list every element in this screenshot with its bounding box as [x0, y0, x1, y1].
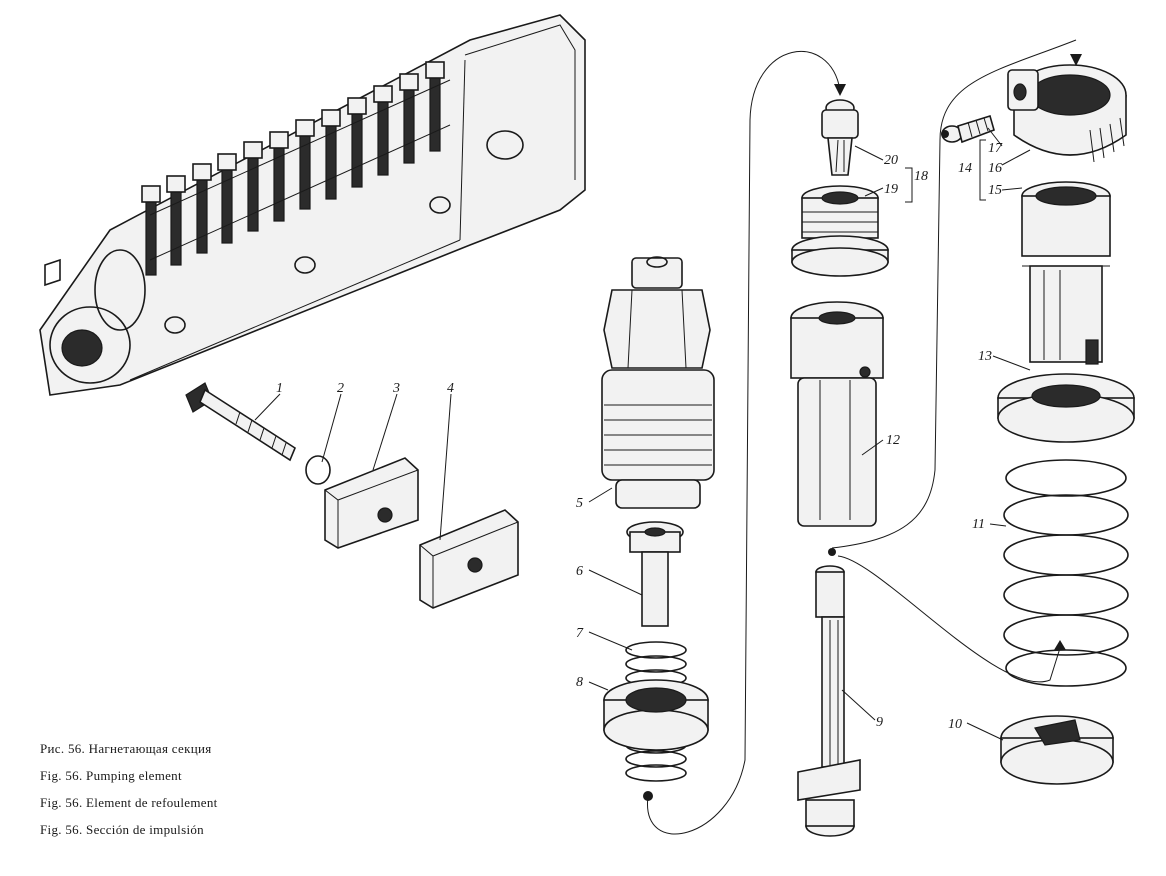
part-12-plunger-barrel: [790, 301, 884, 527]
part-15-control-sleeve: [1021, 181, 1111, 365]
part-label-11: 11: [972, 517, 985, 532]
part-label-15: 15: [988, 183, 1002, 198]
part-6-delivery-valve: [626, 521, 684, 627]
caption-russian: Рис. 56. Нагнетающая секция: [40, 741, 212, 756]
part-label-6: 6: [576, 564, 583, 579]
caption-spanish: Fig. 56. Sección de impulsión: [40, 822, 204, 837]
part-label-7: 7: [576, 626, 584, 641]
part-5-valve-holder: [601, 256, 715, 509]
part-label-5: 5: [576, 496, 583, 511]
part-label-9: 9: [876, 715, 883, 730]
part-9-plunger: [797, 565, 861, 837]
part-label-13: 13: [978, 349, 992, 364]
part-4-clamp-block: [419, 509, 519, 609]
delivery-valve-holders: [141, 61, 445, 203]
part-20-valve-tip: [821, 99, 859, 176]
part-label-4: 4: [447, 381, 454, 396]
part-8-ring-seat: [603, 679, 709, 751]
part-10-lower-spring-seat: [1000, 715, 1114, 785]
assembly-path-lines: [643, 39, 1082, 835]
part-label-20: 20: [884, 153, 898, 168]
part-label-2: 2: [337, 381, 344, 396]
caption-french: Fig. 56. Element de refoulement: [40, 795, 218, 810]
part-label-19: 19: [884, 182, 898, 197]
part-19-threaded-bushing: [791, 185, 889, 277]
part-13-spring-seat: [997, 373, 1135, 443]
pump-housing: [39, 14, 586, 396]
part-2-washer: [305, 455, 331, 485]
part-label-16: 16: [988, 161, 1002, 176]
leader-lines: [254, 127, 1031, 741]
part-label-12: 12: [886, 433, 900, 448]
part-label-10: 10: [948, 717, 962, 732]
part-label-8: 8: [576, 675, 583, 690]
tappet-rods: [145, 75, 441, 276]
part-14-screw: [941, 114, 995, 144]
caption-english: Fig. 56. Pumping element: [40, 768, 182, 783]
part-3-clamp-block: [324, 457, 419, 549]
part-labels: 1 2 3 4 5 6 7 8 9 10 11 12 13 14 15 16 1…: [276, 141, 1003, 732]
part-label-1: 1: [276, 381, 283, 396]
part-label-18: 18: [914, 169, 928, 184]
part-label-3: 3: [392, 381, 400, 396]
part-label-17: 17: [988, 141, 1003, 156]
part-1-bolt: [185, 382, 296, 462]
part-label-14: 14: [958, 161, 972, 176]
part-11-plunger-spring: [1003, 459, 1129, 687]
part-16-toothed-quadrant: [1007, 64, 1127, 163]
